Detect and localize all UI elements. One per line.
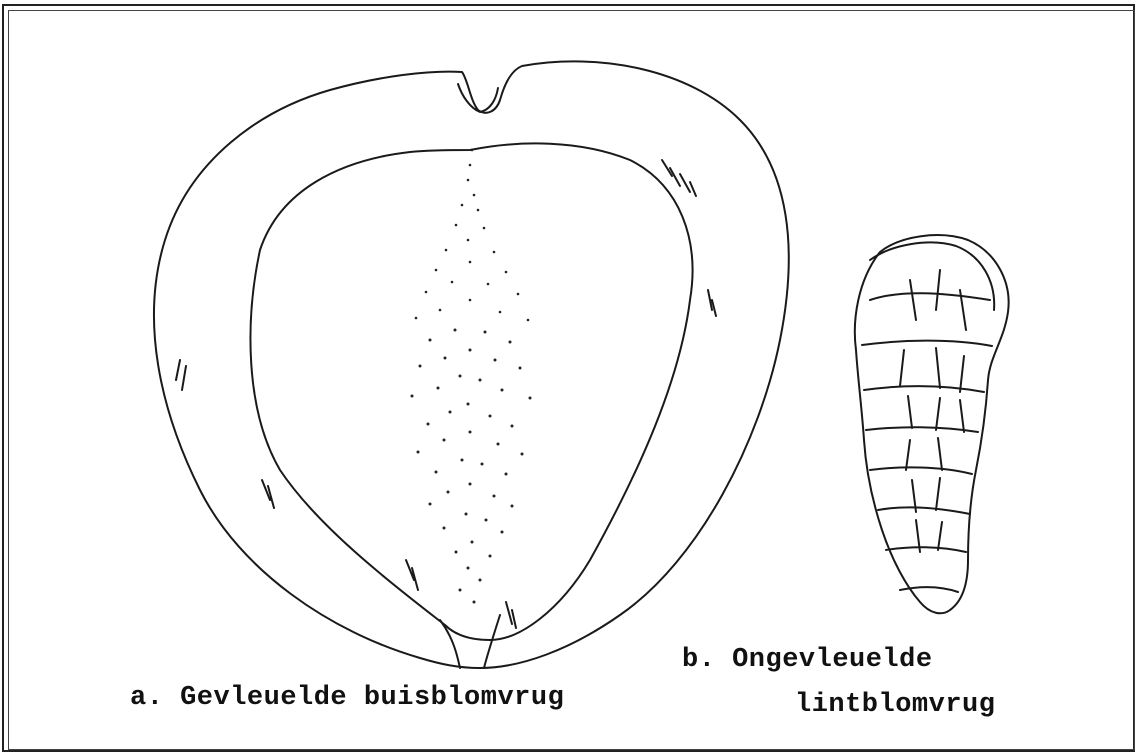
caption-unwinged-ray-fruit-line1: b. Ongevleuelde [682,645,933,675]
winged-fruit-inner-body [250,143,692,640]
winged-fruit-notch [458,84,498,112]
caption-winged-disc-fruit: a. Gevleuelde buisblomvrug [130,683,564,713]
stipple-dots [411,149,532,604]
ray-fruit-wrinkles [862,293,992,592]
winged-fruit-base [440,620,460,668]
ray-fruit-outline [855,235,1009,613]
winged-fruit-outer-outline [154,61,789,668]
caption-unwinged-ray-fruit-line2: lintblomvrug [795,690,995,720]
